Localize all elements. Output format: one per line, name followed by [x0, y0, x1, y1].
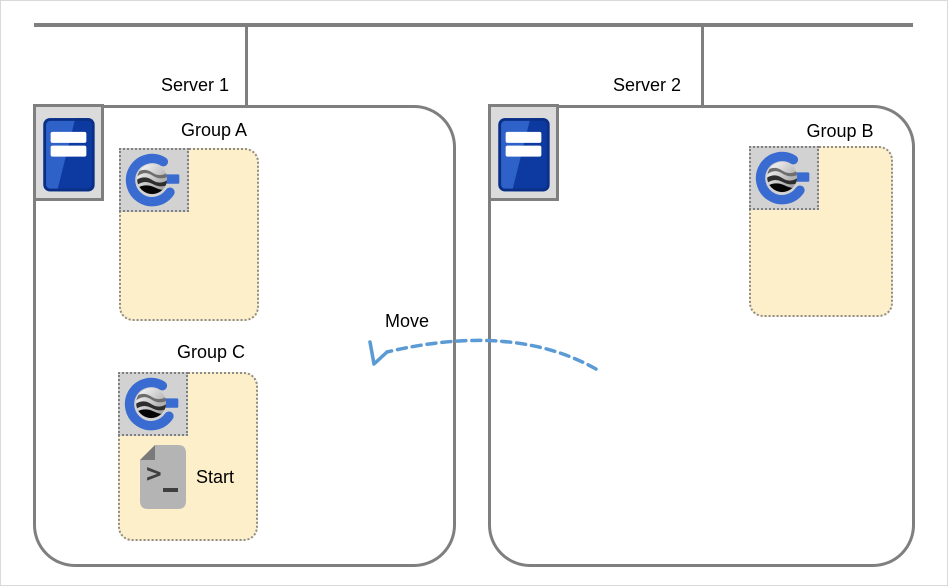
server-tower-icon — [488, 104, 559, 201]
globe-g-logo-icon — [119, 148, 189, 212]
server2-label: Server 2 — [612, 75, 682, 95]
globe-g-logo-icon — [118, 372, 188, 436]
network-bus-line — [34, 23, 913, 27]
group-c-label: Group C — [176, 342, 246, 362]
globe-g-logo-icon — [749, 146, 819, 210]
dashed-curved-arrow-icon — [351, 324, 611, 379]
server1-network-drop-line — [245, 25, 248, 106]
svg-text:>: > — [146, 459, 162, 489]
server-tower-icon — [33, 104, 104, 201]
server1-label: Server 1 — [160, 75, 230, 95]
start-script-label: Start — [196, 467, 235, 487]
terminal-script-start-icon: > — [139, 444, 187, 510]
group-b-label: Group B — [806, 121, 874, 141]
server2-network-drop-line — [701, 25, 704, 106]
group-a-label: Group A — [180, 120, 248, 140]
group-c-box — [118, 372, 258, 541]
move-arrow-label: Move — [384, 311, 429, 331]
